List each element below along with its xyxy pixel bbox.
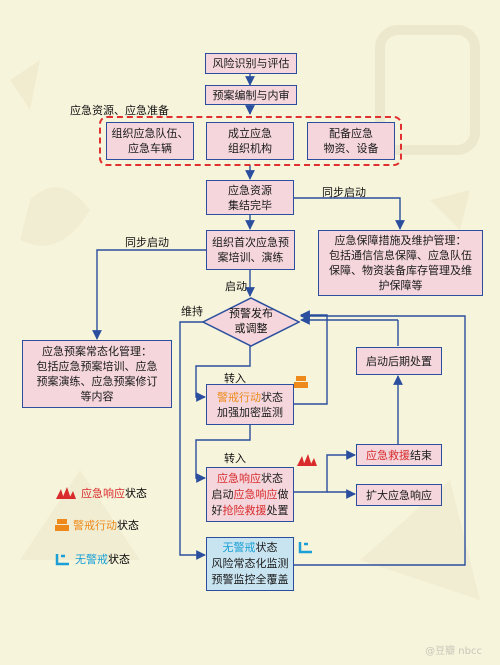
node-resources-assembled: 应急资源集结完毕	[206, 180, 294, 215]
legend-no-alert: 无警戒状态	[55, 551, 130, 567]
node-first-training: 组织首次应急预案培训、演练	[206, 230, 295, 270]
node-rescue-end: 应急救援结束	[356, 444, 442, 466]
label-maintain: 维持	[181, 305, 203, 318]
emergency-response-legend-icon	[56, 487, 76, 499]
label-transfer-in-1: 转入	[224, 372, 246, 385]
node-expand-response: 扩大应急响应	[356, 484, 442, 506]
resource-group-outline	[99, 116, 402, 166]
node-emergency-org: 成立应急组织机构	[206, 122, 294, 160]
label-sync-start-left: 同步启动	[125, 236, 169, 249]
label-transfer-in-2: 转入	[224, 452, 246, 465]
node-plan-compilation: 预案编制与内审	[205, 85, 297, 105]
emergency-response-icon	[297, 454, 317, 466]
node-no-alert: 无警戒状态风险常态化监测预警监控全覆盖	[206, 537, 294, 591]
legend-alert-action: 警戒行动状态	[55, 517, 139, 533]
alert-action-icon	[294, 376, 308, 388]
label-sync-start-right: 同步启动	[322, 186, 366, 199]
label-start: 启动	[225, 280, 247, 293]
node-routine-plan-management: 应急预案常态化管理：包括应急预案培训、应急预案演练、应急预案修订等内容	[22, 340, 172, 408]
node-alert-action: 警戒行动状态加强加密监测	[206, 384, 294, 425]
node-post-disposal: 启动后期处置	[356, 347, 442, 375]
node-warning-release-diamond	[201, 297, 301, 347]
node-emergency-response: 应急响应状态启动应急响应做好抢险救援处置	[206, 467, 294, 522]
no-alert-legend-icon	[55, 554, 69, 566]
node-risk-identification: 风险识别与评估	[205, 53, 297, 74]
alert-action-legend-icon	[55, 519, 69, 531]
legend-emergency-response: 应急响应状态	[55, 485, 147, 501]
no-alert-icon	[298, 542, 312, 554]
label-resource-prep: 应急资源、应急准备	[70, 104, 169, 117]
watermark: @豆瓣 nbcc	[425, 646, 482, 657]
node-emergency-team: 组织应急队伍、应急车辆	[106, 122, 194, 160]
node-support-maintenance: 应急保障措施及维护管理：包括通信信息保障、应急队伍保障、物资装备库存管理及维护保…	[318, 230, 483, 296]
node-emergency-supplies: 配备应急物资、设备	[307, 122, 395, 160]
diamond-label: 预警发布或调整	[229, 307, 273, 335]
